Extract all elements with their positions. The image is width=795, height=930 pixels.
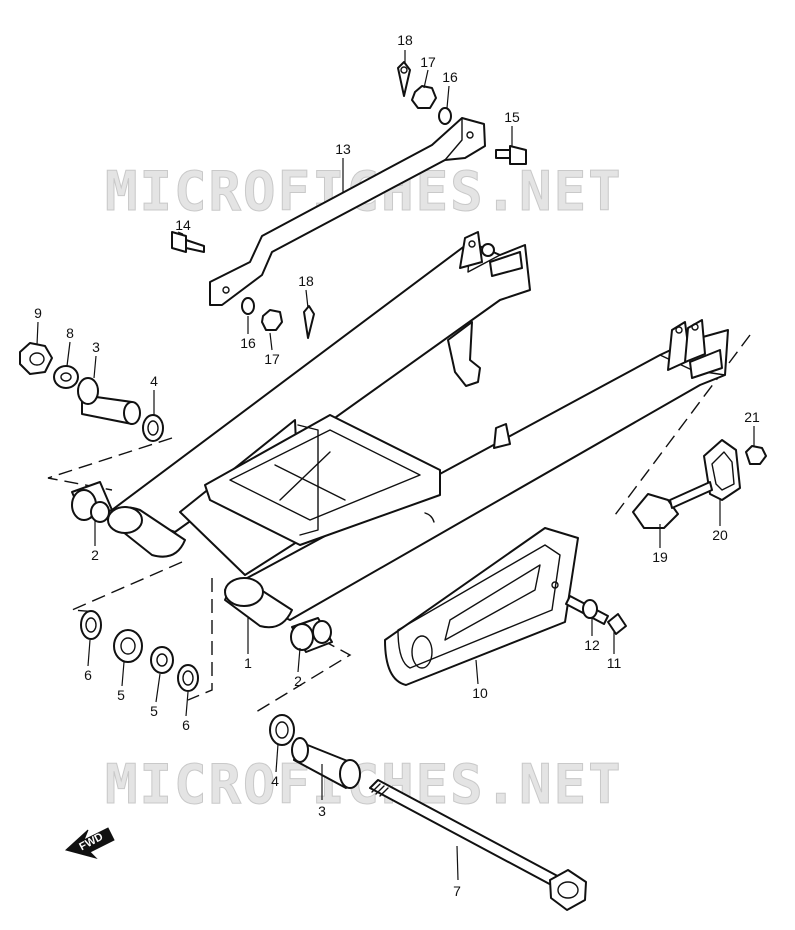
callout-3-upper: 3	[92, 339, 100, 355]
callout-6-left: 6	[84, 667, 92, 683]
callout-18-top: 18	[397, 32, 413, 48]
callout-13: 13	[335, 141, 351, 157]
top-hardware	[171, 61, 527, 339]
leader-lines	[36, 50, 755, 881]
callout-5-right: 5	[150, 703, 158, 719]
callout-8: 8	[66, 325, 74, 341]
callout-14: 14	[175, 217, 191, 233]
callout-5-left: 5	[117, 687, 125, 703]
callout-2-right: 2	[294, 673, 302, 689]
callout-9: 9	[34, 305, 42, 321]
callout-10: 10	[472, 685, 488, 701]
callout-4-lower: 4	[271, 773, 279, 789]
callout-16-lower: 16	[240, 335, 256, 351]
callout-18-lower: 18	[298, 273, 314, 289]
callout-1: 1	[244, 655, 252, 671]
swingarm	[107, 231, 729, 629]
callout-17-lower: 17	[264, 351, 280, 367]
right-hardware	[565, 439, 767, 635]
callout-labels: 18 17 16 15 13 14 18 16 17 9 8 3 4 2 1 2…	[34, 32, 760, 899]
pivot-shaft	[369, 779, 587, 911]
callout-12: 12	[584, 637, 600, 653]
callout-15: 15	[504, 109, 520, 125]
callout-19: 19	[652, 549, 668, 565]
fwd-arrow-badge: FWD	[64, 827, 115, 859]
torque-link	[209, 117, 486, 306]
callout-2-left: 2	[91, 547, 99, 563]
callout-4-upper: 4	[150, 373, 158, 389]
callout-17-top: 17	[420, 54, 436, 70]
callout-11: 11	[607, 655, 622, 671]
callout-21: 21	[744, 409, 760, 425]
chain-case	[384, 527, 579, 686]
callout-16-top: 16	[442, 69, 458, 85]
callout-20: 20	[712, 527, 728, 543]
callout-7: 7	[453, 883, 461, 899]
callout-3-lower: 3	[318, 803, 326, 819]
watermark-bottom: MICROFICHES.NET	[105, 753, 623, 816]
callout-6-right: 6	[182, 717, 190, 733]
